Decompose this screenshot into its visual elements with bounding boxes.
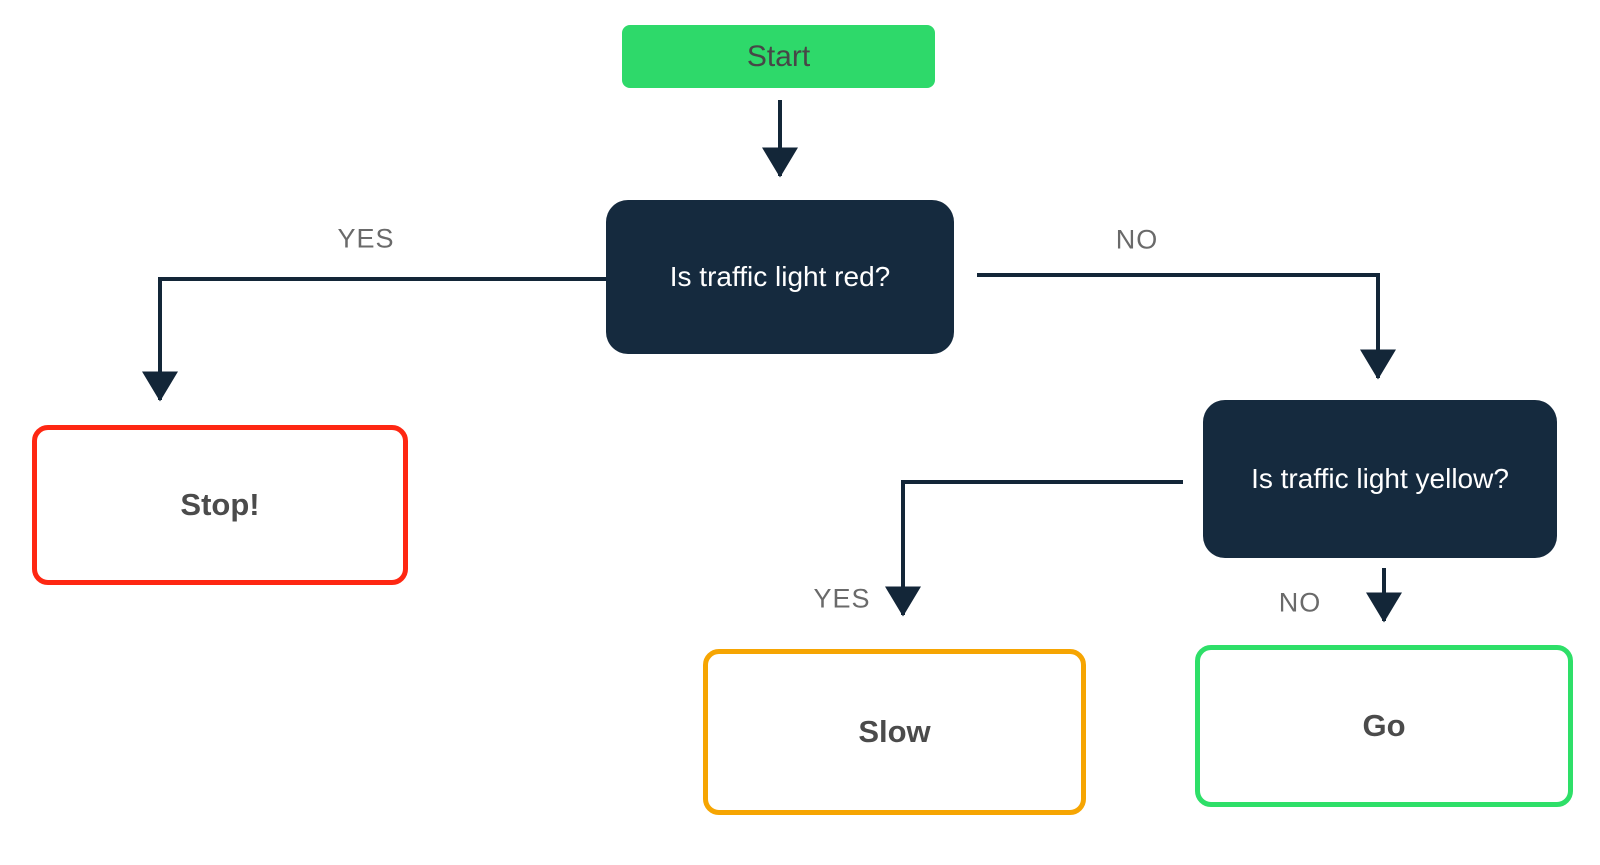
edge-label-yes-yellow: YES bbox=[813, 583, 871, 614]
node-go: Go bbox=[1195, 645, 1573, 807]
node-question-red-label: Is traffic light red? bbox=[669, 261, 891, 292]
edge-label-no-red: NO bbox=[1115, 224, 1159, 255]
edge-qred-to-stop bbox=[142, 277, 606, 402]
node-slow: Slow bbox=[703, 649, 1086, 815]
node-slow-label: Slow bbox=[858, 714, 931, 749]
node-question-red: Is traffic light red? bbox=[606, 200, 954, 354]
node-question-yellow: Is traffic light yellow? bbox=[1203, 400, 1557, 558]
node-start-label: Start bbox=[746, 39, 811, 73]
edge-label-yes-red: YES bbox=[337, 223, 395, 254]
edge-qyellow-to-slow bbox=[885, 480, 1183, 617]
edge-qred-to-qyellow bbox=[977, 273, 1396, 380]
edge-label-no-yellow: NO bbox=[1278, 587, 1322, 618]
node-question-yellow-label: Is traffic light yellow? bbox=[1251, 463, 1509, 494]
node-go-label: Go bbox=[1362, 708, 1406, 743]
node-stop: Stop! bbox=[32, 425, 408, 585]
node-stop-label: Stop! bbox=[180, 487, 260, 522]
node-start: Start bbox=[622, 25, 935, 88]
